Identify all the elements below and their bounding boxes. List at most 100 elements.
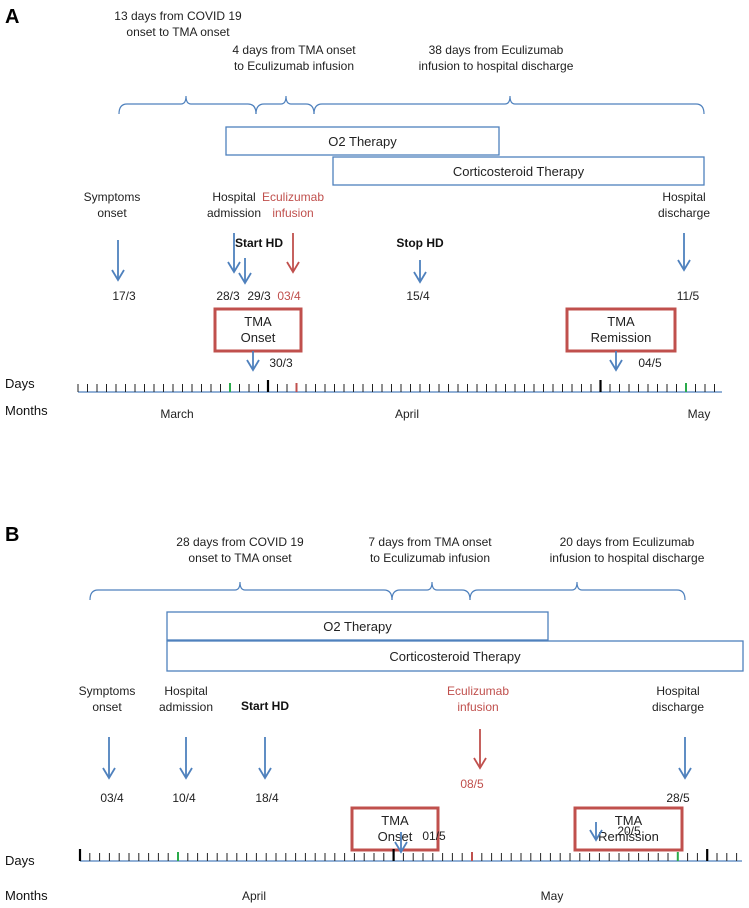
panel-b-brace-1 <box>89 581 393 601</box>
panel-a-brace-label-1-line-2: onset to TMA onset <box>126 25 230 39</box>
panel-b-admission-date: 10/4 <box>172 791 196 805</box>
panel-b-brace-label-2-line-1: 7 days from TMA onset <box>368 535 492 549</box>
panel-a-tma-onset-text-line-2: Onset <box>241 330 276 345</box>
panel-b-admission-label-line-1: Hospital <box>164 684 207 698</box>
panel-a-tma-remission-date: 04/5 <box>638 356 662 370</box>
panel-a-tma-remission-text-line-1: TMA <box>607 314 635 329</box>
panel-b-discharge-label-line-2: discharge <box>652 700 704 714</box>
panel-a-letter: A <box>5 6 19 28</box>
panel-a-days-label: Days <box>5 376 35 391</box>
panel-a-symptoms-date: 17/3 <box>112 289 136 303</box>
panel-a-discharge-date: 11/5 <box>677 289 700 303</box>
panel-b-eculizumab-date: 08/5 <box>460 777 484 791</box>
panel-b-o2-therapy: O2 Therapy <box>166 611 549 641</box>
panel-a-admission-label-line-1: Hospital <box>212 190 255 204</box>
panel-a-stop-hd-arrow <box>413 260 427 284</box>
panel-b-brace-label-3-line-2: infusion to hospital discharge <box>550 551 705 565</box>
panel-b-tma-onset-text-line-2: Onset <box>378 829 413 844</box>
panel-a-corticosteroid-therapy: Corticosteroid Therapy <box>332 156 705 186</box>
panel-a-admission-date: 28/3 <box>216 289 240 303</box>
panel-a-stop-hd-date: 15/4 <box>406 289 430 303</box>
panel-a-day-axis <box>77 380 722 393</box>
panel-a-tma-remission-arrow <box>609 351 623 372</box>
panel-b: B 28 days from COVID 19 onset to TMA onset… <box>5 524 744 903</box>
panel-a-o2-therapy-label: O2 Therapy <box>328 134 397 149</box>
panel-a-admission-label-line-2: admission <box>207 206 261 220</box>
panel-a-eculizumab-date: 03/4 <box>277 289 301 303</box>
panel-b-symptoms-arrow <box>102 737 116 780</box>
panel-b-tma-onset-date: 01/5 <box>422 829 446 843</box>
panel-b-brace-label-3-line-1: 20 days from Eculizumab <box>560 535 695 549</box>
panel-a-discharge-label-line-2: discharge <box>658 206 710 220</box>
panel-a-brace-label-3-line-2: infusion to hospital discharge <box>419 59 574 73</box>
panel-a-month-3: May <box>688 407 711 421</box>
panel-a-corticosteroid-therapy-label: Corticosteroid Therapy <box>453 164 585 179</box>
panel-a-admission-arrow <box>227 233 241 274</box>
panel-a-brace-2 <box>255 95 315 115</box>
panel-b-day-axis <box>78 849 742 862</box>
panel-a-eculizumab-label-line-1: Eculizumab <box>262 190 324 204</box>
panel-a-start-hd-date: 29/3 <box>247 289 271 303</box>
panel-a-start-hd-arrow <box>238 258 252 285</box>
panel-b-start-hd-label-line-1: Start HD <box>241 699 289 713</box>
panel-b-brace-3 <box>469 581 686 601</box>
panel-b-discharge-date: 28/5 <box>666 791 690 805</box>
panel-a-month-1: March <box>160 407 193 421</box>
panel-a-brace-label-2-line-1: 4 days from TMA onset <box>232 43 356 57</box>
panel-a-tma-onset-arrow <box>246 351 260 372</box>
panel-a-eculizumab-label-line-2: infusion <box>272 206 313 220</box>
panel-b-brace-2 <box>391 581 471 601</box>
panel-a-brace-1 <box>118 95 257 115</box>
panel-a-o2-therapy: O2 Therapy <box>225 126 500 156</box>
panel-b-start-hd-date: 18/4 <box>255 791 279 805</box>
panel-a-stop-hd-label-line-1: Stop HD <box>396 236 444 250</box>
panel-b-month-2: May <box>541 889 564 903</box>
panel-a-tma-onset-text-line-1: TMA <box>244 314 272 329</box>
panel-b-discharge-label-line-1: Hospital <box>656 684 699 698</box>
panel-b-corticosteroid-therapy: Corticosteroid Therapy <box>166 640 744 672</box>
panel-b-tma-remission-date: 20/5 <box>617 824 641 838</box>
panel-b-days-label: Days <box>5 853 35 868</box>
panel-b-tma-remission-arrow <box>589 822 603 842</box>
panel-b-discharge-arrow <box>678 737 692 780</box>
panel-a-tma-remission-text-line-2: Remission <box>591 330 652 345</box>
panel-b-o2-therapy-label: O2 Therapy <box>323 619 392 634</box>
panel-a-brace-label-2-line-2: to Eculizumab infusion <box>234 59 354 73</box>
panel-a-discharge-label-line-1: Hospital <box>662 190 705 204</box>
panel-b-tma-remission-text-line-1: TMA <box>615 813 643 828</box>
panel-b-symptoms-label-line-2: onset <box>92 700 122 714</box>
panel-a-eculizumab-arrow <box>286 233 300 274</box>
panel-b-month-1: April <box>242 889 266 903</box>
panel-a-brace-label-3-line-1: 38 days from Eculizumab <box>429 43 564 57</box>
panel-b-symptoms-date: 03/4 <box>100 791 124 805</box>
panel-a-month-2: April <box>395 407 419 421</box>
panel-a-discharge-arrow <box>677 233 691 272</box>
panel-a-months-label: Months <box>5 403 48 418</box>
panel-a-symptoms-arrow <box>111 240 125 282</box>
panel-b-admission-arrow <box>179 737 193 780</box>
panel-b-months-label: Months <box>5 888 48 903</box>
panel-a-brace-3 <box>313 95 705 115</box>
panel-a-brace-label-1-line-1: 13 days from COVID 19 <box>114 9 242 23</box>
panel-b-start-hd-arrow <box>258 737 272 780</box>
panel-b-tma-onset-text-line-1: TMA <box>381 813 409 828</box>
panel-b-tma-onset-arrow <box>394 832 408 854</box>
panel-b-brace-label-1-line-1: 28 days from COVID 19 <box>176 535 304 549</box>
panel-b-letter: B <box>5 524 19 546</box>
panel-a-symptoms-label-line-2: onset <box>97 206 127 220</box>
panel-a: A 13 days from COVID 19 onset to TMA onset… <box>5 6 722 421</box>
panel-b-corticosteroid-therapy-label: Corticosteroid Therapy <box>389 649 521 664</box>
panel-a-start-hd-label-line-1: Start HD <box>235 236 283 250</box>
panel-b-symptoms-label-line-1: Symptoms <box>79 684 136 698</box>
panel-a-symptoms-label-line-1: Symptoms <box>84 190 141 204</box>
panel-a-tma-onset-date: 30/3 <box>269 356 293 370</box>
panel-b-eculizumab-label-line-1: Eculizumab <box>447 684 509 698</box>
panel-b-admission-label-line-2: admission <box>159 700 213 714</box>
panel-b-tma-remission-text-line-2: Remission <box>598 829 659 844</box>
panel-b-brace-label-2-line-2: to Eculizumab infusion <box>370 551 490 565</box>
panel-b-eculizumab-label-line-2: infusion <box>457 700 498 714</box>
panel-b-brace-label-1-line-2: onset to TMA onset <box>188 551 292 565</box>
